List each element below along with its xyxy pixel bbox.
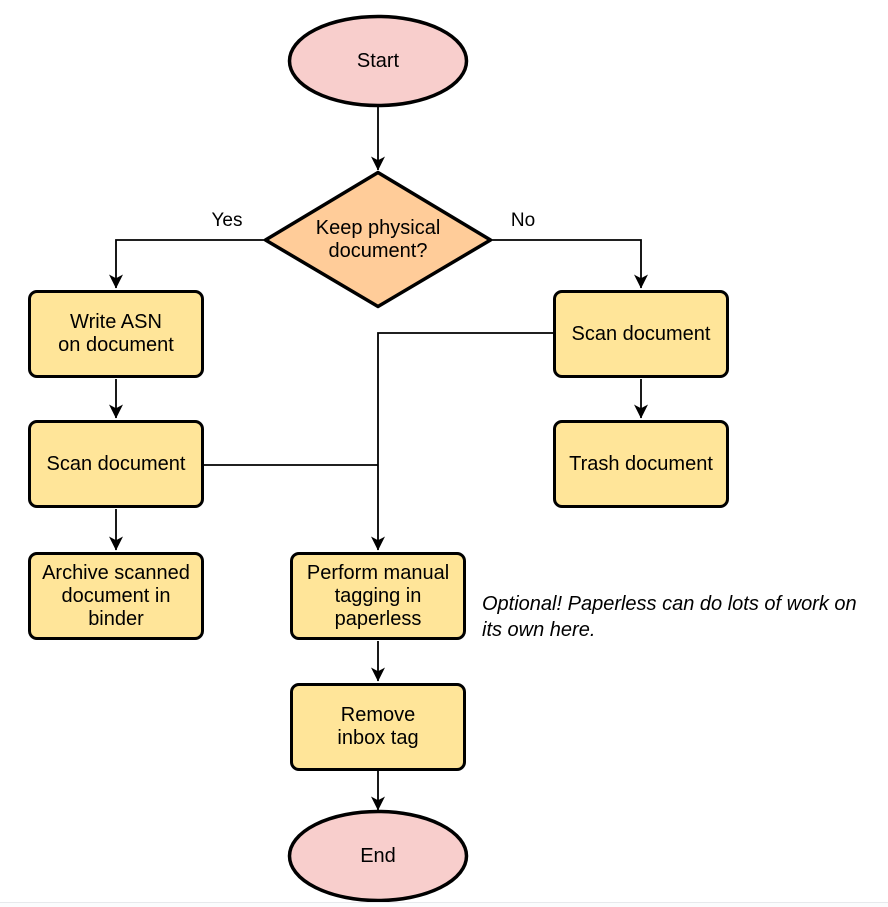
bottom-strip: [0, 903, 888, 907]
edge-scan-right-tagging: [371, 332, 553, 551]
process-scan-document-left: Scan document: [28, 420, 204, 508]
start-node-label: Start: [356, 49, 400, 72]
edge-label-yes: Yes: [211, 210, 243, 231]
bottom-divider: [0, 902, 888, 903]
end-node-label: End: [360, 844, 396, 867]
edge-label-no: No: [510, 210, 536, 231]
decision-node-label: Keep physical document?: [315, 216, 441, 262]
process-write-asn: Write ASN on document: [28, 290, 204, 378]
edge-decision-write-asn: [109, 239, 266, 289]
process-remove-inbox-tag: Remove inbox tag: [290, 683, 466, 771]
decision-node-shape: [263, 170, 493, 309]
process-manual-tagging: Perform manual tagging in paperless: [290, 552, 466, 640]
process-archive-scanned: Archive scanned document in binder: [28, 552, 204, 640]
start-node-shape: [287, 14, 469, 108]
edge-decision-scan-right: [490, 239, 648, 289]
process-scan-document-right: Scan document: [553, 290, 729, 378]
optional-note-text: Optional! Paperless can do lots of work …: [482, 593, 857, 641]
process-trash-document: Trash document: [553, 420, 729, 508]
end-node-shape: [287, 809, 469, 903]
